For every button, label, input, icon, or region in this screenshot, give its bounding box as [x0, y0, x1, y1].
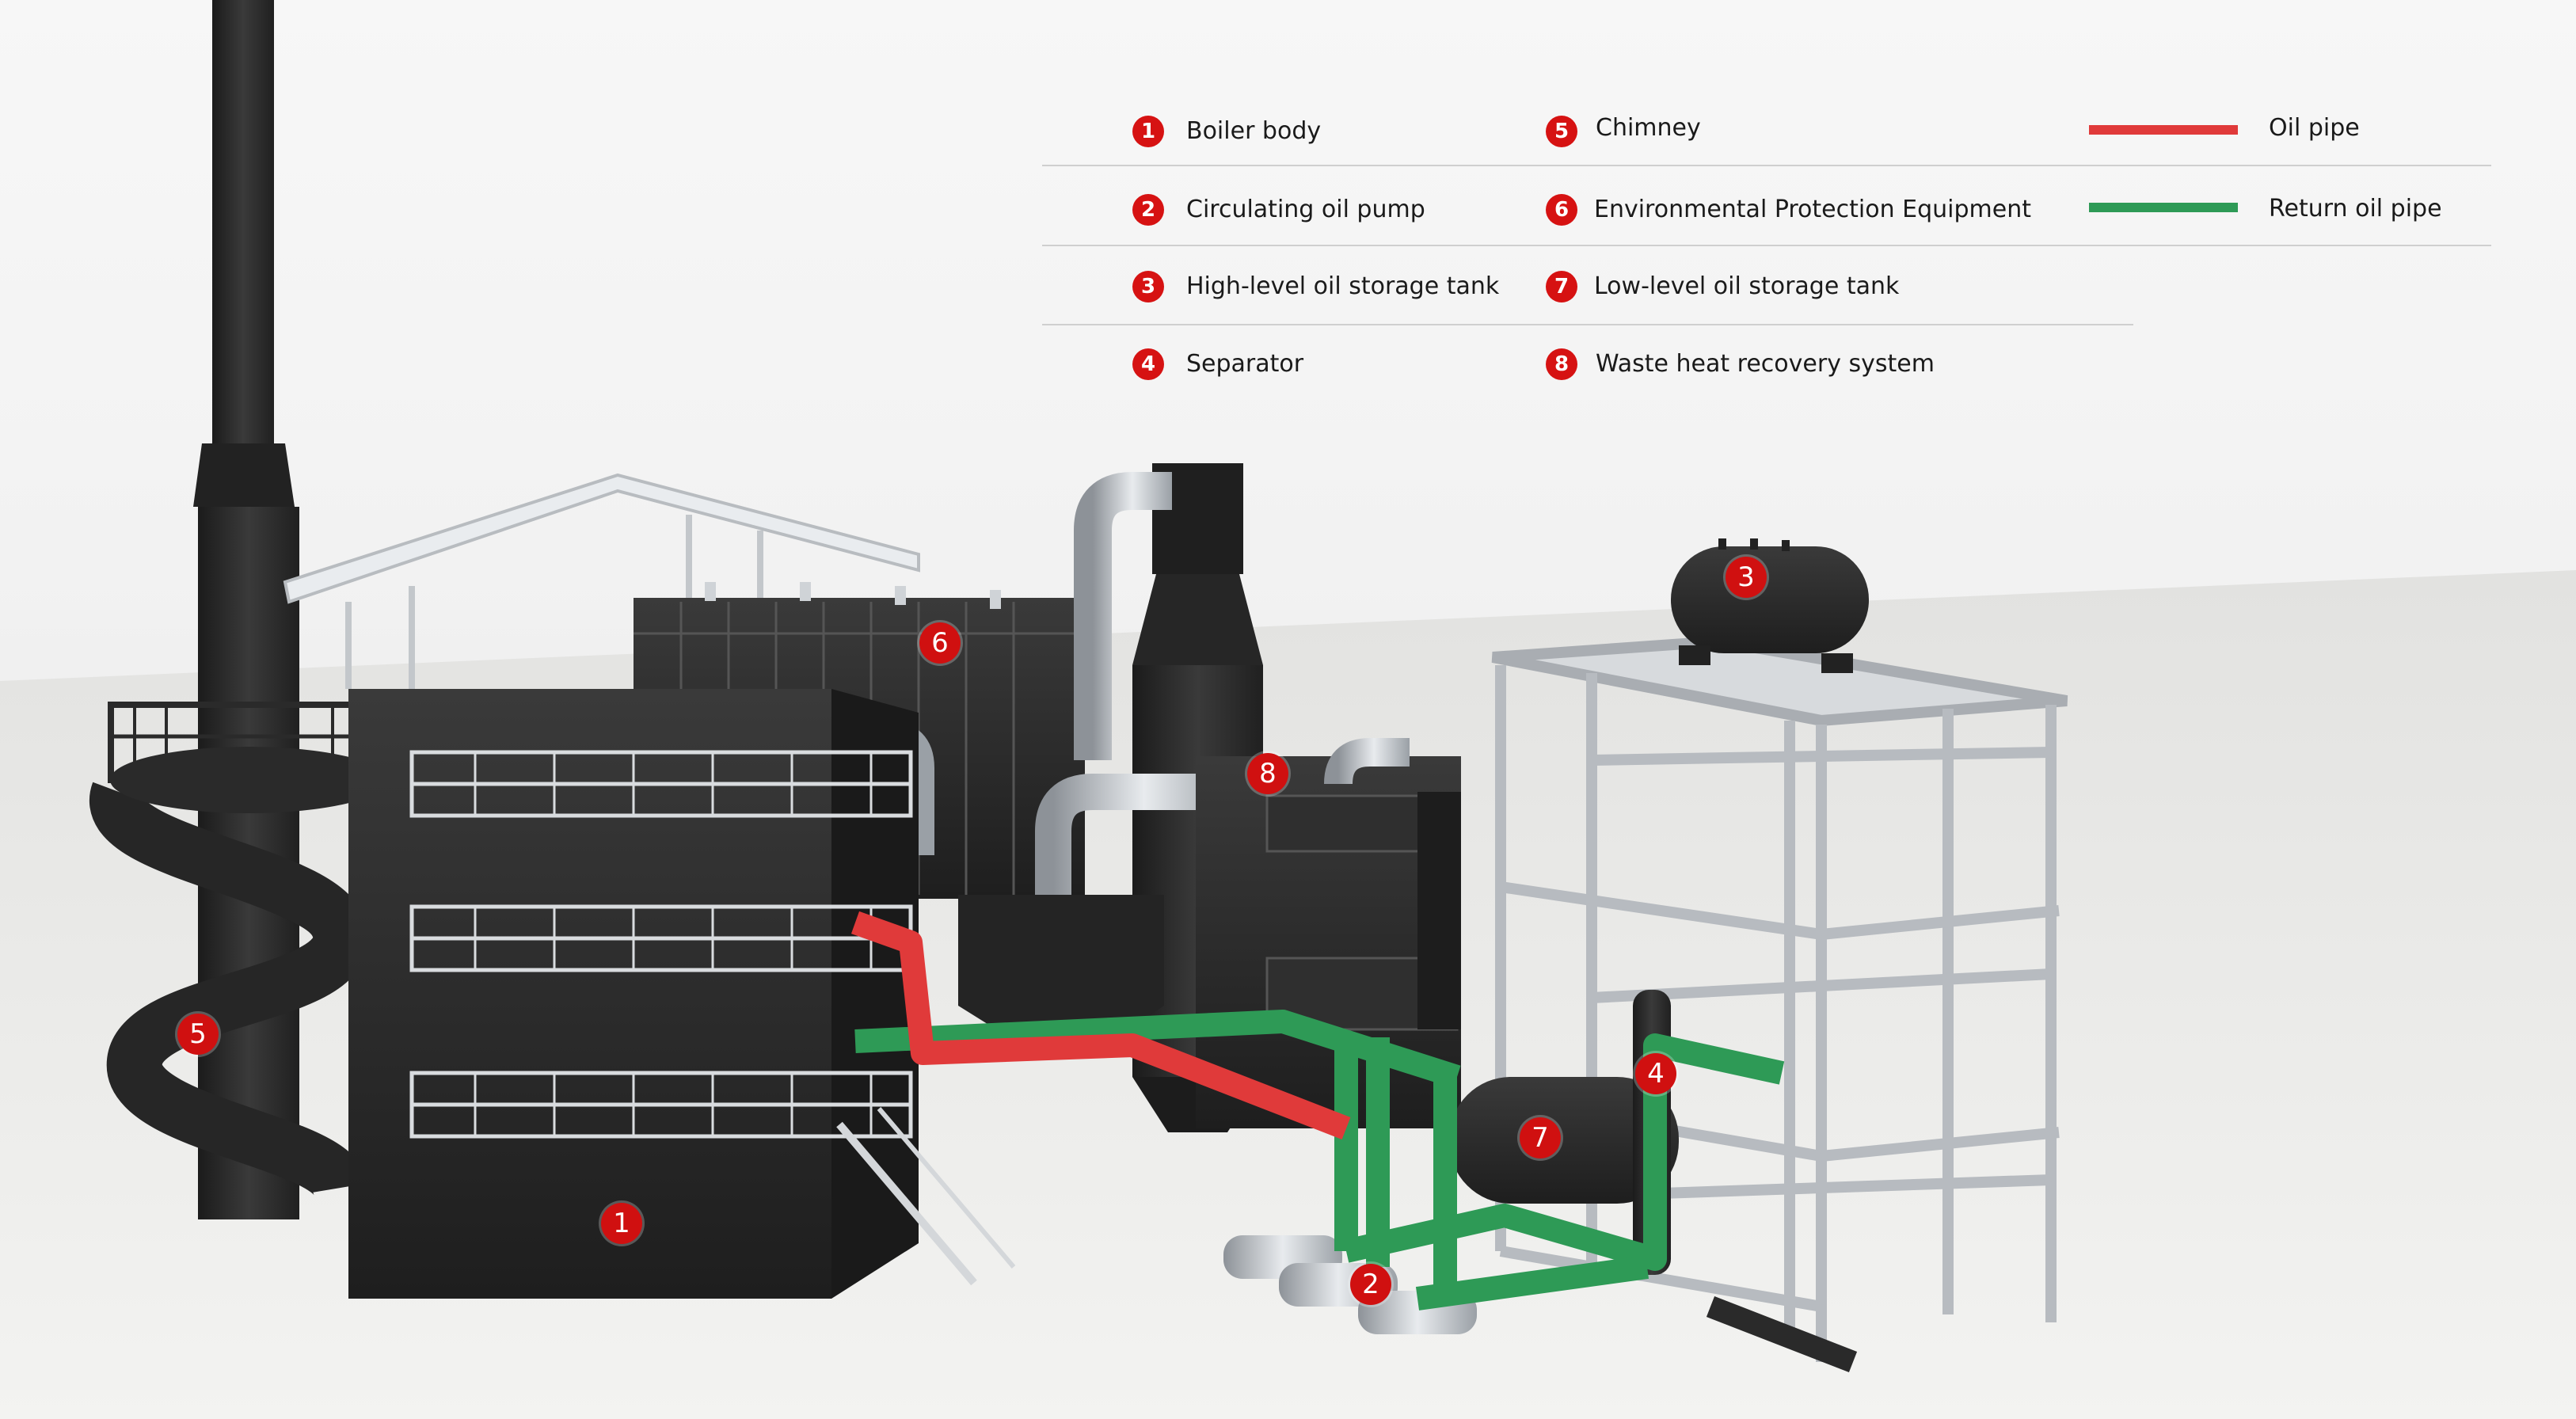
callout-7-low-level-oil-storage-tank: 7 — [1520, 1117, 1561, 1158]
high-level-oil-storage-tank — [1671, 538, 1869, 673]
low-level-oil-storage-tank — [1449, 1077, 1679, 1204]
legend-badge-3: 3 — [1132, 271, 1164, 302]
steel-frame — [1491, 635, 2068, 1362]
oil-pipe-swatch — [2089, 125, 2238, 135]
legend-badge-8: 8 — [1546, 348, 1577, 380]
return-oil-pipe — [854, 1010, 1785, 1311]
legend-badge-2: 2 — [1132, 194, 1164, 226]
return-oil-pipe-swatch — [2089, 203, 2238, 212]
legend-label-circulating-oil-pump: Circulating oil pump — [1186, 196, 1425, 223]
boiler-body — [348, 689, 1016, 1299]
callout-3-high-level-oil-storage-tank: 3 — [1726, 557, 1767, 598]
waste-heat-recovery-system — [1196, 738, 1461, 1128]
legend-badge-7: 7 — [1546, 271, 1577, 302]
legend-label-low-level-oil-storage-tank: Low-level oil storage tank — [1594, 272, 1900, 300]
legend-label-oil-pipe: Oil pipe — [2269, 114, 2360, 142]
callout-5-chimney: 5 — [177, 1014, 219, 1055]
callout-2-circulating-oil-pump: 2 — [1350, 1264, 1391, 1305]
legend-label-waste-heat-recovery-system: Waste heat recovery system — [1596, 350, 1935, 378]
legend-label-separator: Separator — [1186, 350, 1304, 378]
legend-badge-6: 6 — [1546, 194, 1577, 226]
callout-1-boiler-body: 1 — [601, 1203, 642, 1244]
callout-6-environmental-protection-equipment: 6 — [919, 622, 961, 664]
boiler-canopy — [283, 473, 920, 689]
legend-label-high-level-oil-storage-tank: High-level oil storage tank — [1186, 272, 1500, 300]
legend-badge-4: 4 — [1132, 348, 1164, 380]
legend-badge-1: 1 — [1132, 116, 1164, 147]
legend-divider — [1042, 324, 2133, 325]
legend-label-environmental-protection-equipment: Environmental Protection Equipment — [1594, 196, 2031, 223]
legend-badge-5: 5 — [1546, 116, 1577, 147]
legend-divider — [1042, 165, 2491, 166]
legend-label-boiler-body: Boiler body — [1186, 117, 1322, 145]
oil-pipe — [850, 911, 1351, 1139]
legend-divider — [1042, 245, 2491, 246]
callout-8-waste-heat-recovery-system: 8 — [1247, 753, 1288, 794]
callout-4-separator: 4 — [1635, 1053, 1676, 1094]
legend-label-return-oil-pipe: Return oil pipe — [2269, 195, 2442, 223]
legend-label-chimney: Chimney — [1596, 114, 1701, 142]
